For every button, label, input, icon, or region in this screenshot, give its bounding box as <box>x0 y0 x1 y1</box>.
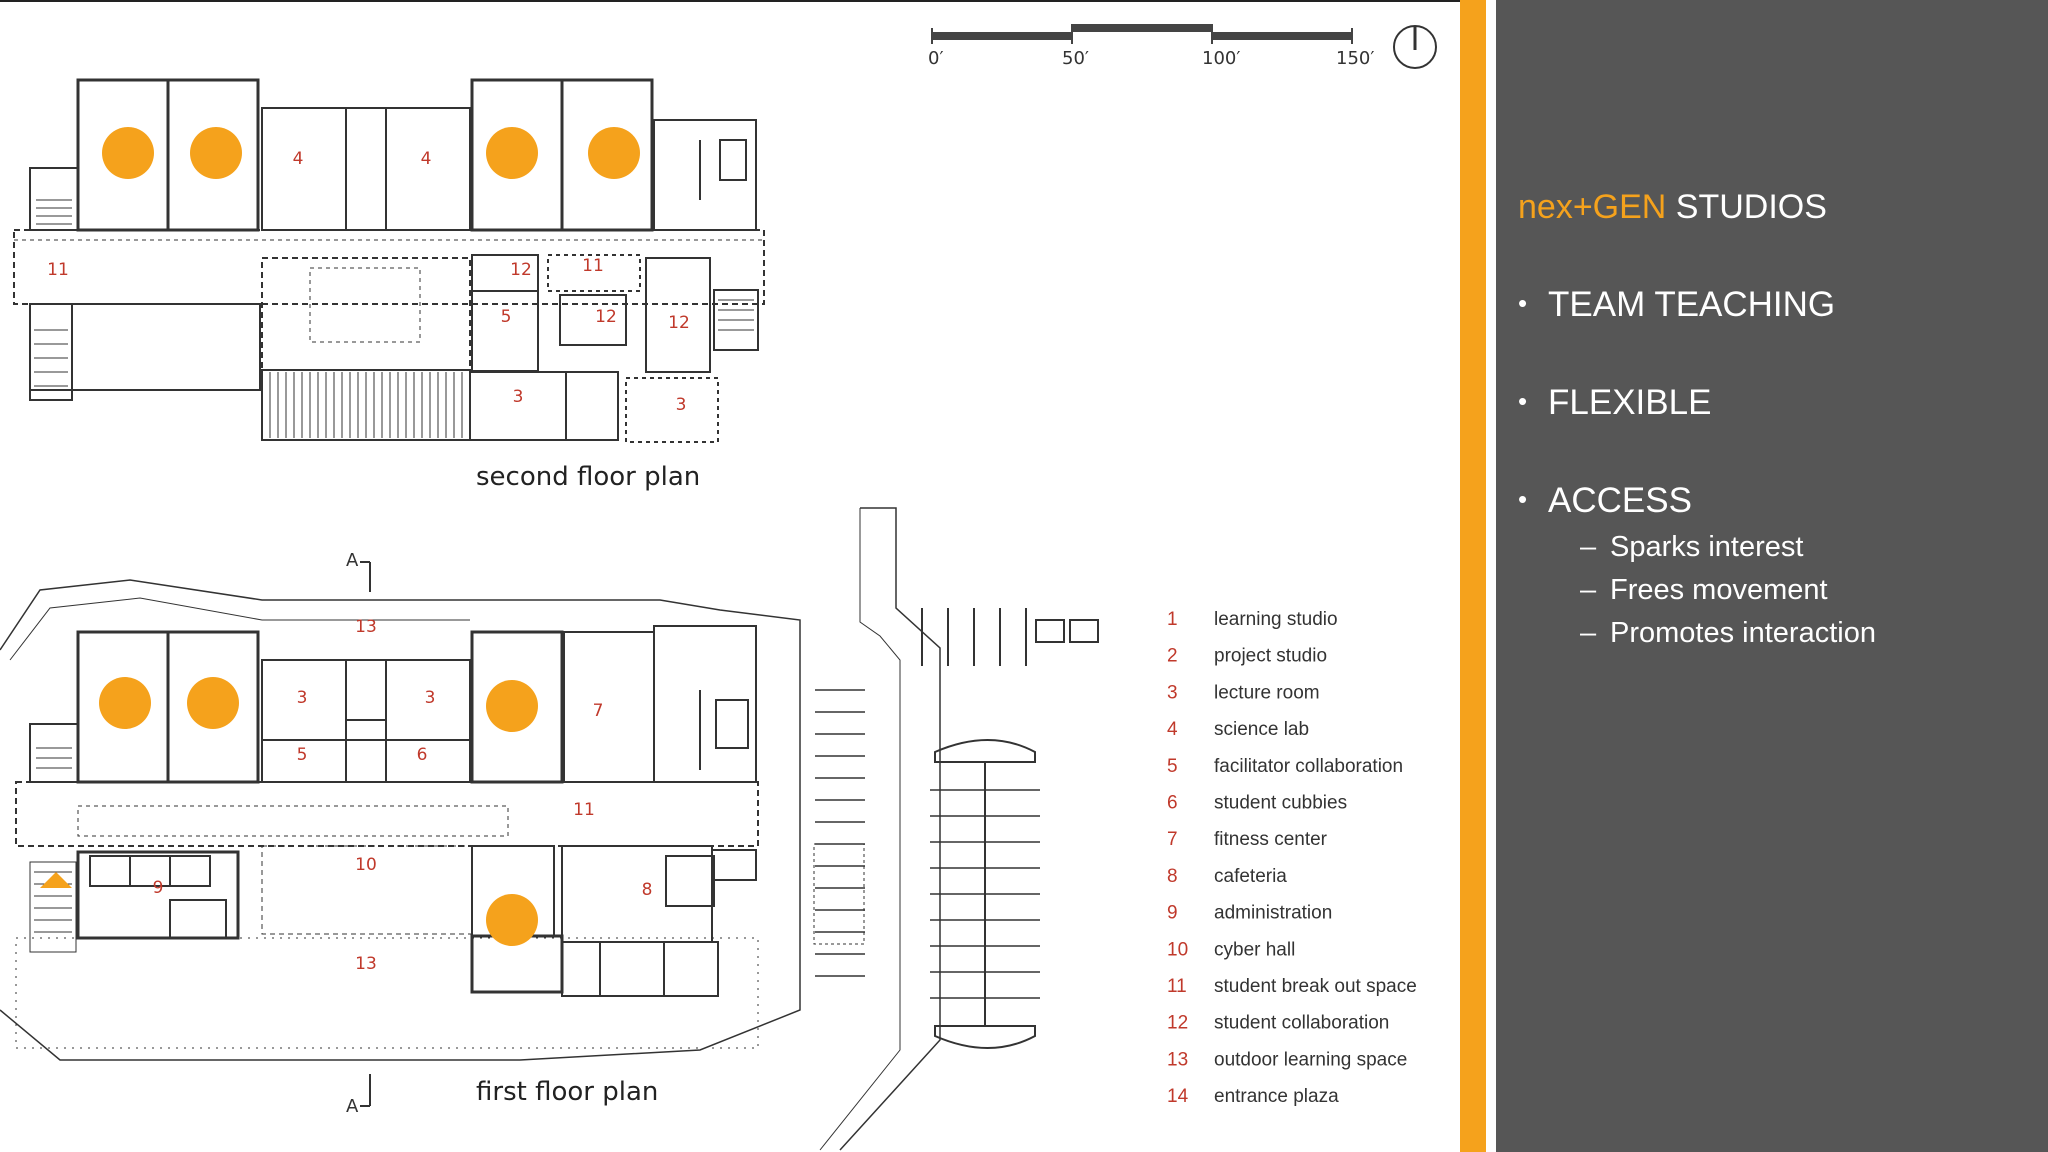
scale-tick-50: 50′ <box>1062 48 1089 69</box>
room-labels-first: 13 3 3 7 5 6 11 10 9 8 13 <box>153 617 653 974</box>
bullet-marker: • <box>1518 484 1528 514</box>
room-label: 6 <box>417 745 428 765</box>
bullet-team-teaching: • TEAM TEACHING <box>1518 285 1835 325</box>
legend-number: 9 <box>1167 903 1178 924</box>
room-label: 7 <box>593 701 604 721</box>
sub-bullet-marker: – <box>1580 574 1597 606</box>
room-label: 13 <box>355 617 377 637</box>
legend-number: 14 <box>1167 1086 1189 1107</box>
legend-label: student collaboration <box>1214 1013 1389 1034</box>
legend-number: 2 <box>1167 646 1178 667</box>
sub-bullet-label: Frees movement <box>1610 574 1828 606</box>
bullet-label: ACCESS <box>1548 481 1692 520</box>
scale-tick-150: 150′ <box>1336 48 1374 69</box>
first-floor-plan-title: first floor plan <box>476 1077 658 1107</box>
panel-title: nex+GEN STUDIOS <box>1518 188 1827 227</box>
legend-label: facilitator collaboration <box>1214 756 1403 777</box>
room-labels-second: 4 4 11 12 11 5 12 12 3 3 <box>47 149 690 415</box>
room-label: 3 <box>425 688 436 708</box>
bullet-marker: • <box>1518 288 1528 318</box>
legend-label: cafeteria <box>1214 866 1287 887</box>
summary-panel: nex+GEN STUDIOS • TEAM TEACHING • FLEXIBLE… <box>1496 0 2048 1152</box>
scale-tick-100: 100′ <box>1202 48 1240 69</box>
room-label: 11 <box>573 800 595 820</box>
second-floor-plan <box>13 78 765 443</box>
legend-number: 4 <box>1167 719 1178 740</box>
room-label: 3 <box>297 688 308 708</box>
legend-number: 6 <box>1167 793 1178 814</box>
room-label: 12 <box>668 313 690 333</box>
legend-label: student break out space <box>1214 976 1417 997</box>
entrance-marker-icon <box>40 872 72 888</box>
legend-number: 5 <box>1167 756 1178 777</box>
panel-title-brand: nex+GEN <box>1518 188 1667 226</box>
room-label: 5 <box>297 745 308 765</box>
legend-label: cyber hall <box>1214 939 1295 960</box>
learning-studio-markers-first <box>99 677 538 946</box>
room-label: 5 <box>501 307 512 327</box>
room-label: 3 <box>513 387 524 407</box>
bullet-label: FLEXIBLE <box>1548 383 1712 422</box>
room-label: 10 <box>355 855 377 875</box>
bullet-marker: • <box>1518 386 1528 416</box>
legend-number: 10 <box>1167 939 1188 960</box>
scale-bar: 0′ 50′ 100′ 150′ <box>928 24 1374 69</box>
learning-studio-markers-second <box>102 127 640 179</box>
room-label: 9 <box>153 878 164 898</box>
room-label: 4 <box>421 149 432 169</box>
legend-label: student cubbies <box>1214 793 1347 814</box>
legend-label: fitness center <box>1214 829 1328 850</box>
scale-tick-0: 0′ <box>928 48 944 69</box>
legend-label: project studio <box>1214 646 1327 667</box>
sub-bullet-sparks-interest: –Sparks interest <box>1580 531 1803 564</box>
legend-label: administration <box>1214 903 1332 924</box>
room-label: 12 <box>595 307 617 327</box>
second-floor-plan-title: second floor plan <box>476 462 700 492</box>
sub-bullet-frees-movement: –Frees movement <box>1580 574 1828 607</box>
bullet-flexible: • FLEXIBLE <box>1518 383 1711 423</box>
bullet-label: TEAM TEACHING <box>1548 285 1836 324</box>
panel-title-rest: STUDIOS <box>1666 188 1827 226</box>
section-marker-bottom: A <box>346 1096 359 1117</box>
bullet-access: • ACCESS <box>1518 481 1692 521</box>
room-label: 13 <box>355 954 377 974</box>
room-label: 4 <box>293 149 304 169</box>
legend-number: 1 <box>1167 609 1178 630</box>
legend-number: 12 <box>1167 1013 1188 1034</box>
legend-label: learning studio <box>1214 609 1338 630</box>
legend-label: entrance plaza <box>1214 1086 1339 1107</box>
sub-bullet-label: Promotes interaction <box>1610 617 1876 649</box>
legend-number: 8 <box>1167 866 1178 887</box>
sub-bullet-promotes-interaction: –Promotes interaction <box>1580 617 1876 650</box>
floor-plan-diagram: 0′ 50′ 100′ 150′ <box>0 0 1460 1151</box>
divider-gap <box>1486 0 1496 1152</box>
sub-bullet-marker: – <box>1580 531 1597 563</box>
legend-number: 11 <box>1167 976 1187 997</box>
room-label: 11 <box>47 260 69 280</box>
legend-label: outdoor learning space <box>1214 1049 1407 1070</box>
room-label: 8 <box>642 880 653 900</box>
room-label: 3 <box>676 395 687 415</box>
sub-bullet-label: Sparks interest <box>1610 531 1804 563</box>
legend-number: 7 <box>1167 829 1178 850</box>
sub-bullet-marker: – <box>1580 617 1597 649</box>
first-floor-plan <box>0 507 1099 1151</box>
accent-divider <box>1460 0 1486 1152</box>
legend-label: lecture room <box>1214 682 1320 703</box>
north-arrow-icon <box>1393 25 1437 69</box>
room-label: 11 <box>582 256 604 276</box>
room-legend: 1 learning studio 2 project studio 3 lecture … <box>1167 609 1417 1107</box>
section-marker-top: A <box>346 550 359 571</box>
legend-number: 13 <box>1167 1049 1188 1070</box>
legend-number: 3 <box>1167 682 1178 703</box>
room-label: 12 <box>510 260 532 280</box>
legend-label: science lab <box>1214 719 1309 740</box>
